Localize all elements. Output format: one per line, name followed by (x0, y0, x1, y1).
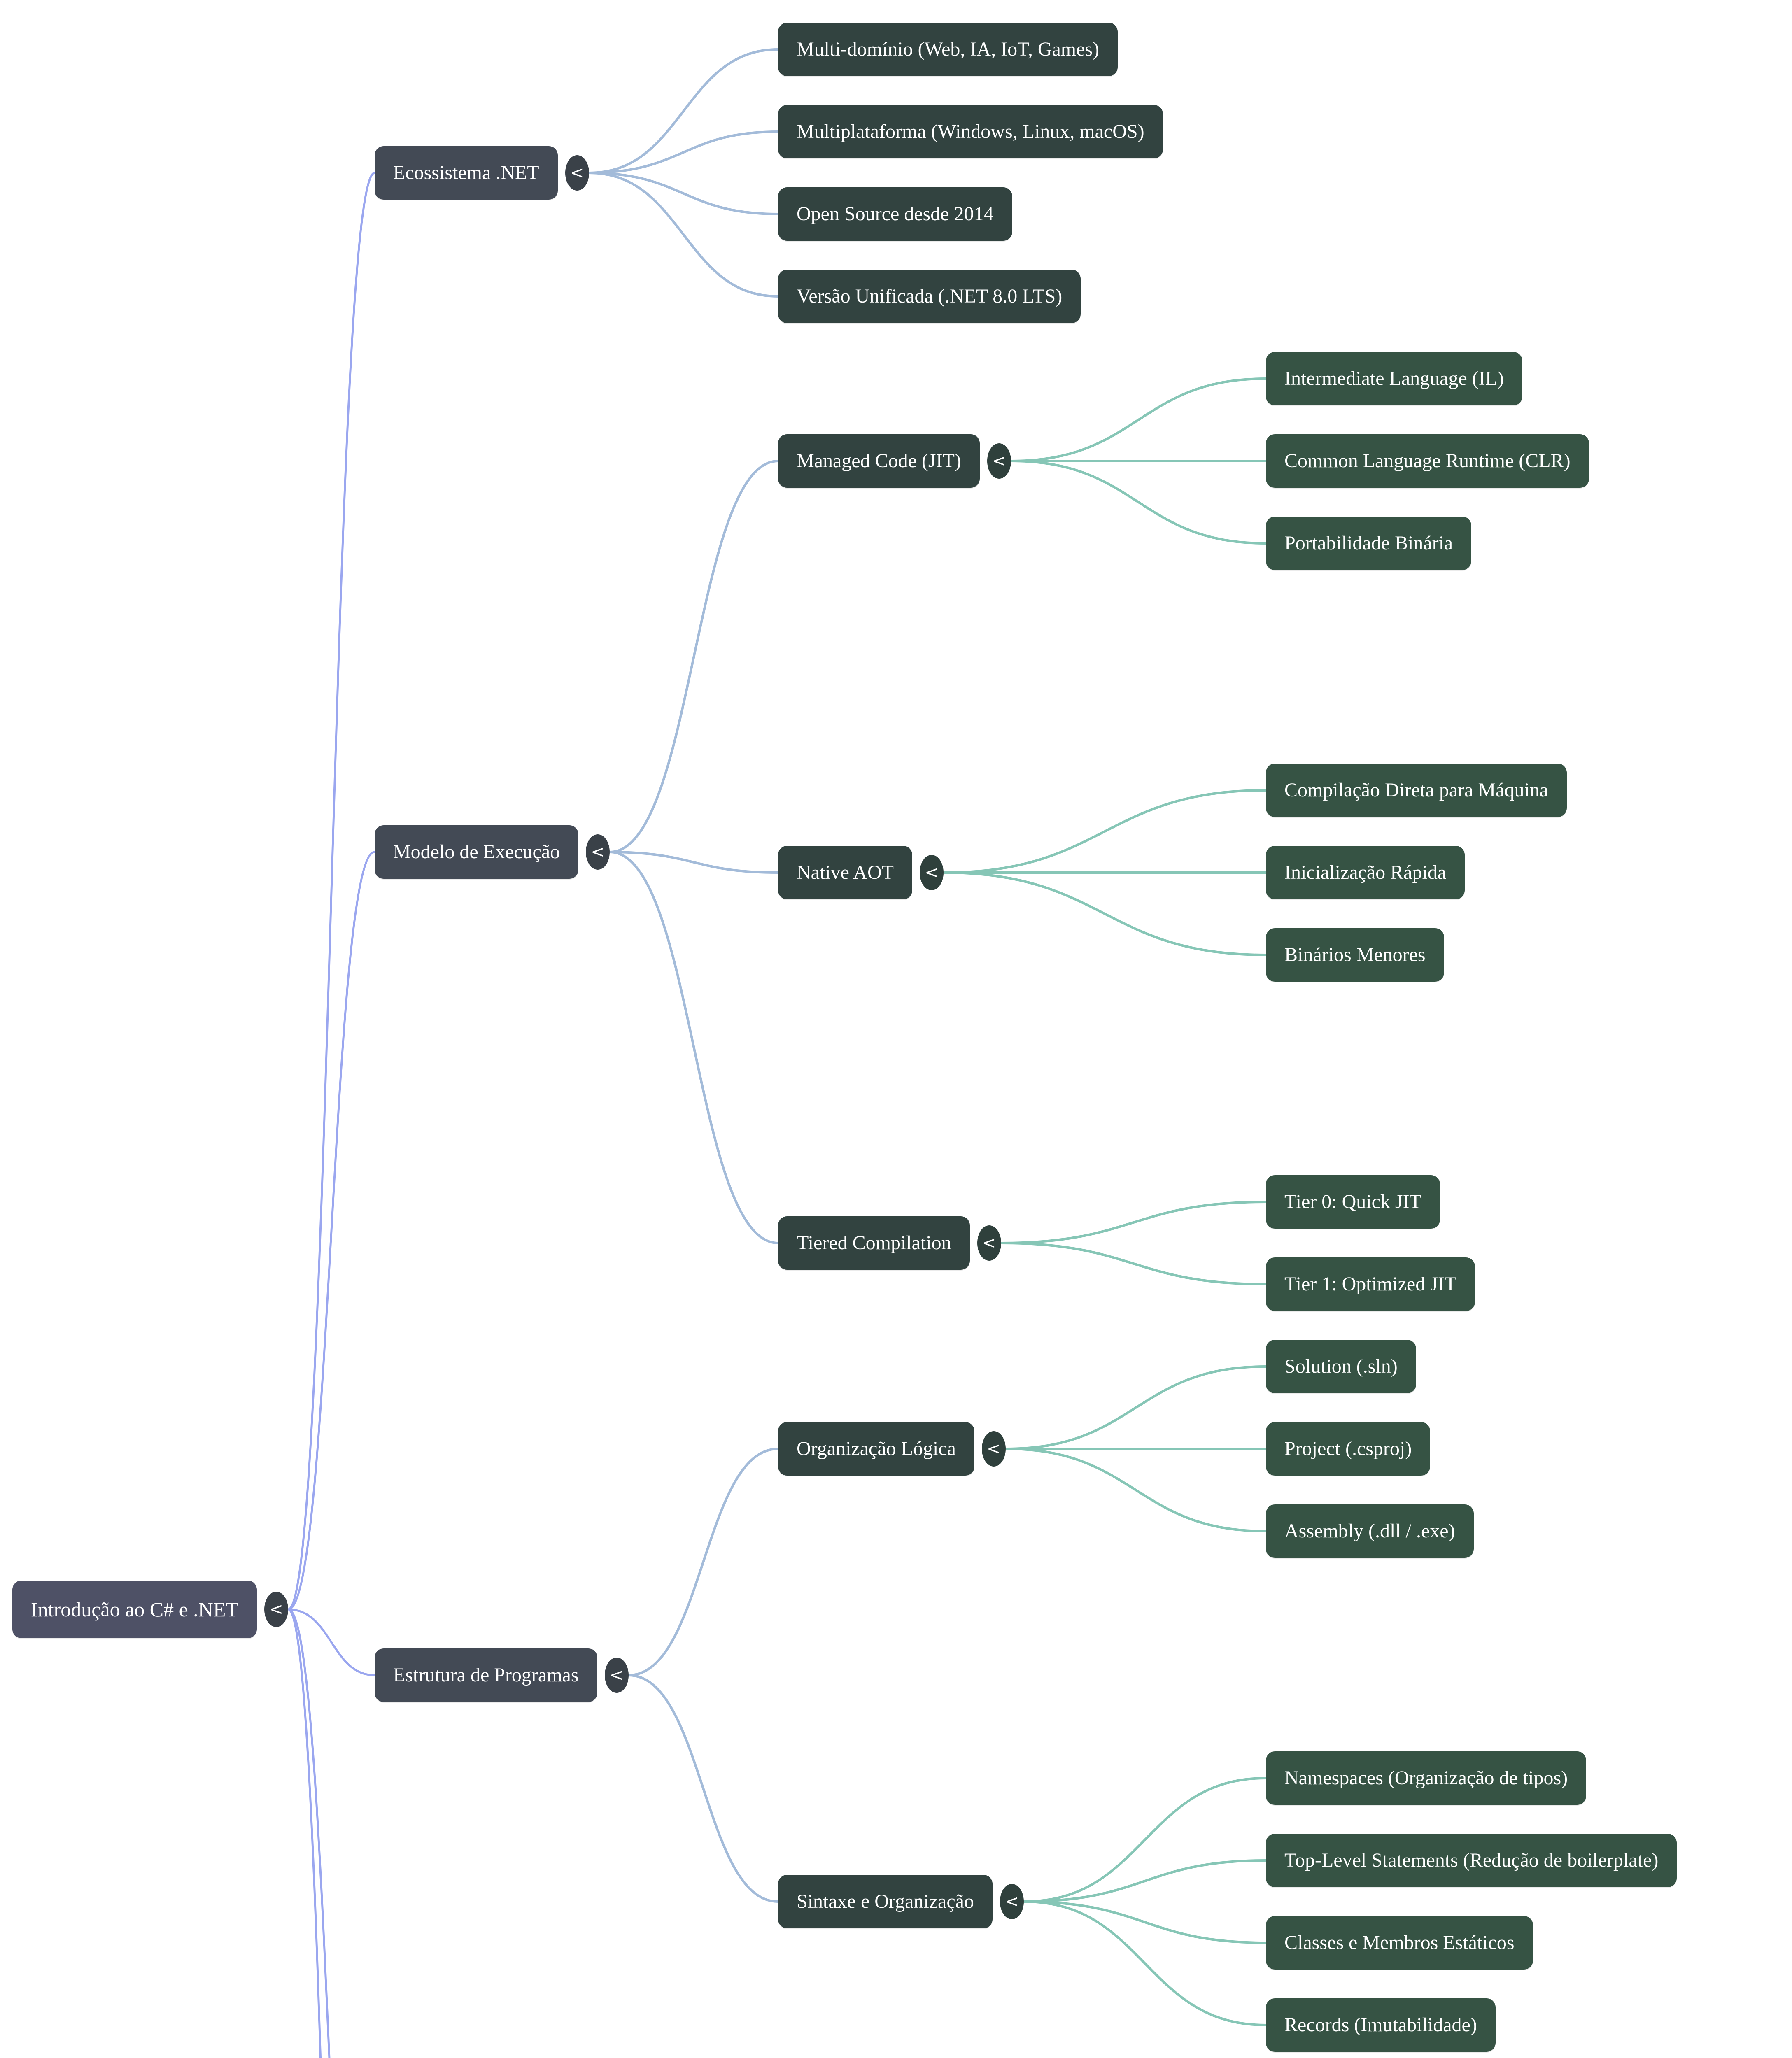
root-node-introducao-ao-c-e-net[interactable]: Introdução ao C# e .NET (12, 1581, 257, 1638)
connector-line (589, 172, 778, 298)
topic-node-inicializacao-rapida[interactable]: Inicialização Rápida (1266, 846, 1465, 899)
connector-line (1001, 1242, 1266, 1285)
topic-node-sintaxe-e-organizacao[interactable]: Sintaxe e Organização (778, 1875, 993, 1928)
topic-node-modelo-de-execucao[interactable]: Modelo de Execução (375, 825, 579, 879)
topic-node-multi-dominio-web-ia-iot-games[interactable]: Multi-domínio (Web, IA, IoT, Games) (778, 23, 1118, 76)
collapse-toggle-icon[interactable]: < (919, 855, 944, 890)
connector-line (943, 789, 1266, 874)
collapse-toggle-icon[interactable]: < (604, 1658, 629, 1693)
topic-node-assembly-dll-exe[interactable]: Assembly (.dll / .exe) (1266, 1504, 1474, 1558)
topic-node-top-level-statements-reducao-de-boilerplate[interactable]: Top-Level Statements (Redução de boilerp… (1266, 1834, 1677, 1887)
topic-node-classes-e-membros-estaticos[interactable]: Classes e Membros Estáticos (1266, 1916, 1533, 1970)
connector-line (1023, 1859, 1266, 1903)
topic-node-tier-0-quick-jit[interactable]: Tier 0: Quick JIT (1266, 1175, 1440, 1229)
topic-node-namespaces-organizacao-de-tipos[interactable]: Namespaces (Organização de tipos) (1266, 1751, 1587, 1805)
connector-line (610, 460, 778, 853)
topic-node-organizacao-logica[interactable]: Organização Lógica (778, 1422, 974, 1476)
connector-line (1005, 1448, 1266, 1532)
connector-line (610, 851, 778, 874)
connector-line (589, 130, 778, 174)
topic-node-native-aot[interactable]: Native AOT (778, 846, 912, 899)
topic-node-records-imutabilidade[interactable]: Records (Imutabilidade) (1266, 1998, 1496, 2052)
connector-line (628, 1674, 778, 1903)
topic-node-tier-1-optimized-jit[interactable]: Tier 1: Optimized JIT (1266, 1257, 1475, 1311)
topic-node-ecossistema-net[interactable]: Ecossistema .NET (375, 146, 558, 200)
connector-line (1001, 1201, 1266, 1244)
collapse-toggle-icon[interactable]: < (981, 1431, 1006, 1467)
topic-node-common-language-runtime-clr[interactable]: Common Language Runtime (CLR) (1266, 434, 1589, 488)
connector-line (1023, 1900, 1266, 2026)
connector-line (288, 1608, 331, 2058)
topic-node-binarios-menores[interactable]: Binários Menores (1266, 928, 1444, 982)
connector-line (1011, 460, 1266, 545)
topic-node-portabilidade-binaria[interactable]: Portabilidade Binária (1266, 517, 1472, 570)
topic-node-multiplataforma-windows-linux-macos[interactable]: Multiplataforma (Windows, Linux, macOS) (778, 105, 1163, 158)
connector-line (288, 851, 375, 1611)
topic-node-project-csproj[interactable]: Project (.csproj) (1266, 1422, 1431, 1476)
connector-line (589, 48, 778, 174)
topic-node-estrutura-de-programas[interactable]: Estrutura de Programas (375, 1648, 597, 1702)
topic-node-tiered-compilation[interactable]: Tiered Compilation (778, 1216, 970, 1270)
connector-line (943, 871, 1266, 956)
collapse-toggle-icon[interactable]: < (987, 443, 1011, 479)
connector-line (1005, 1365, 1266, 1450)
collapse-toggle-icon[interactable]: < (1000, 1884, 1024, 1919)
topic-node-versao-unificada-net-8-0-lts[interactable]: Versão Unificada (.NET 8.0 LTS) (778, 270, 1081, 323)
collapse-toggle-icon[interactable]: < (264, 1592, 289, 1627)
topic-node-intermediate-language-il[interactable]: Intermediate Language (IL) (1266, 352, 1523, 405)
topic-node-managed-code-jit[interactable]: Managed Code (JIT) (778, 434, 980, 488)
connector-line (628, 1448, 778, 1676)
topic-node-solution-sln[interactable]: Solution (.sln) (1266, 1340, 1416, 1393)
connector-line (1023, 1900, 1266, 1944)
topic-node-compilacao-direta-para-maquina[interactable]: Compilação Direta para Máquina (1266, 764, 1567, 817)
connector-line (288, 172, 375, 1611)
connector-line (610, 851, 778, 1244)
collapse-toggle-icon[interactable]: < (977, 1225, 1001, 1261)
connector-line (1011, 377, 1266, 462)
topic-node-open-source-desde-2014[interactable]: Open Source desde 2014 (778, 187, 1012, 241)
connector-line (288, 1608, 375, 1676)
connector-line (287, 1608, 322, 2058)
connector-line (589, 172, 778, 215)
collapse-toggle-icon[interactable]: < (565, 155, 589, 191)
collapse-toggle-icon[interactable]: < (586, 834, 610, 870)
connector-line (1023, 1777, 1266, 1903)
